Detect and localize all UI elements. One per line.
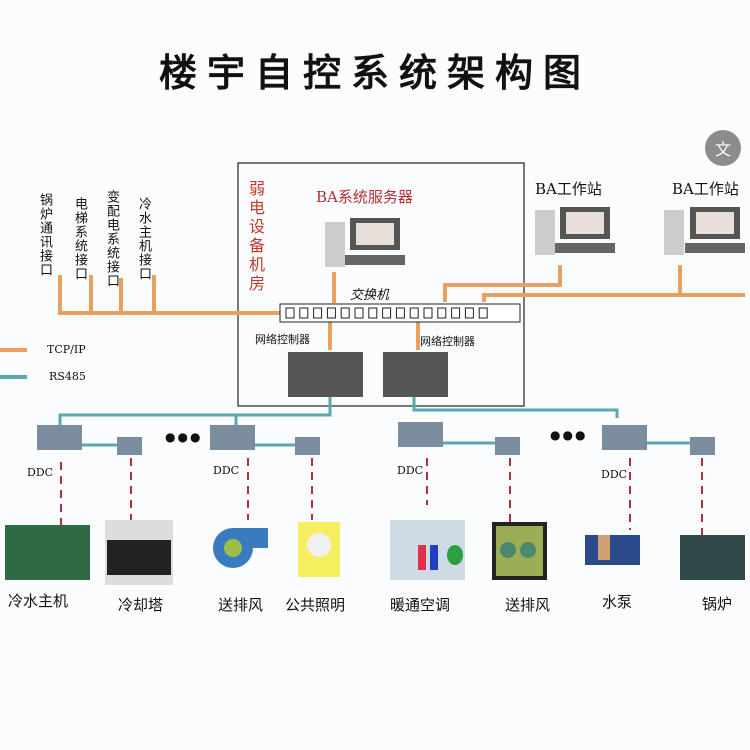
rs485-bus (58, 397, 690, 447)
ddc-modules (37, 422, 715, 455)
device-label-lighting: 公共照明 (285, 596, 346, 614)
device-boiler (680, 535, 745, 580)
device-hvac (390, 520, 465, 580)
workstation-1 (535, 207, 615, 255)
ellipsis-left: ●●● (165, 430, 203, 444)
device-label-cooling-tower: 冷却塔 (118, 596, 164, 614)
machine-room-label: 弱电设备机房 (246, 180, 265, 294)
switch-port (326, 307, 336, 319)
ddc-label-1: DDC (27, 466, 54, 479)
legend-rs485-label: RS485 (49, 370, 86, 383)
switch-port (437, 307, 447, 319)
module-1 (117, 437, 142, 455)
interface-label-boiler: 锅炉通讯接口 (37, 193, 52, 277)
switch-port (423, 307, 433, 319)
switch-port (340, 307, 350, 319)
module-4 (690, 437, 715, 455)
switch-port (478, 307, 488, 319)
device-label-boiler: 锅炉 (702, 595, 733, 613)
interface-label-elevator: 电梯系统接口 (72, 197, 87, 281)
ddc-2 (210, 425, 255, 450)
switch (279, 303, 521, 323)
ddc-label-3: DDC (397, 464, 424, 477)
device-links (60, 458, 703, 535)
switch-port (299, 307, 309, 319)
switch-port (285, 307, 295, 319)
ddc-label-2: DDC (213, 464, 240, 477)
device-fan (213, 528, 268, 568)
ddc-4 (602, 425, 647, 450)
device-light (298, 522, 340, 577)
tcp-bus (58, 265, 745, 350)
device-label-pump: 水泵 (602, 593, 633, 611)
workstation-label-2: BA工作站 (672, 180, 739, 198)
switch-port (451, 307, 461, 319)
device-chiller (5, 525, 90, 580)
ddc-1 (37, 425, 82, 450)
device-exhaust-fan (492, 522, 547, 580)
interface-label-chiller: 冷水主机接口 (136, 197, 151, 281)
switch-port (354, 307, 364, 319)
interface-label-power: 变配电系统接口 (104, 190, 119, 288)
ddc-3 (398, 422, 443, 447)
switch-ports (285, 307, 488, 319)
device-label-hvac: 暖通空调 (390, 596, 451, 614)
ellipsis-right: ●●● (550, 428, 588, 442)
network-controller-label-1: 网络控制器 (255, 333, 310, 346)
device-pump (585, 535, 640, 565)
network-controller-2 (383, 352, 448, 397)
switch-port (395, 307, 405, 319)
workstation-2 (664, 207, 745, 255)
ddc-label-4: DDC (601, 468, 628, 481)
switch-port (409, 307, 419, 319)
network-controller-1 (288, 352, 363, 397)
legend-tcp-label: TCP/IP (47, 343, 86, 356)
device-label-chiller: 冷水主机 (8, 592, 69, 610)
device-label-fan: 送排风 (218, 596, 264, 614)
switch-port (464, 307, 474, 319)
workstation-label-1: BA工作站 (535, 180, 602, 198)
diagram-title: 楼宇自控系统架构图 (158, 51, 591, 95)
server-computer (325, 218, 405, 267)
device-cooling-tower (105, 520, 173, 585)
module-3 (495, 437, 520, 455)
server-label: BA系统服务器 (316, 188, 413, 206)
switch-label: 交换机 (350, 288, 390, 303)
module-2 (295, 437, 320, 455)
switch-port (382, 307, 392, 319)
network-controller-label-2: 网络控制器 (420, 335, 475, 348)
translate-icon[interactable]: 文 (705, 130, 741, 166)
switch-port (313, 307, 323, 319)
device-label-exhaust-fan: 送排风 (505, 596, 551, 614)
switch-port (368, 307, 378, 319)
